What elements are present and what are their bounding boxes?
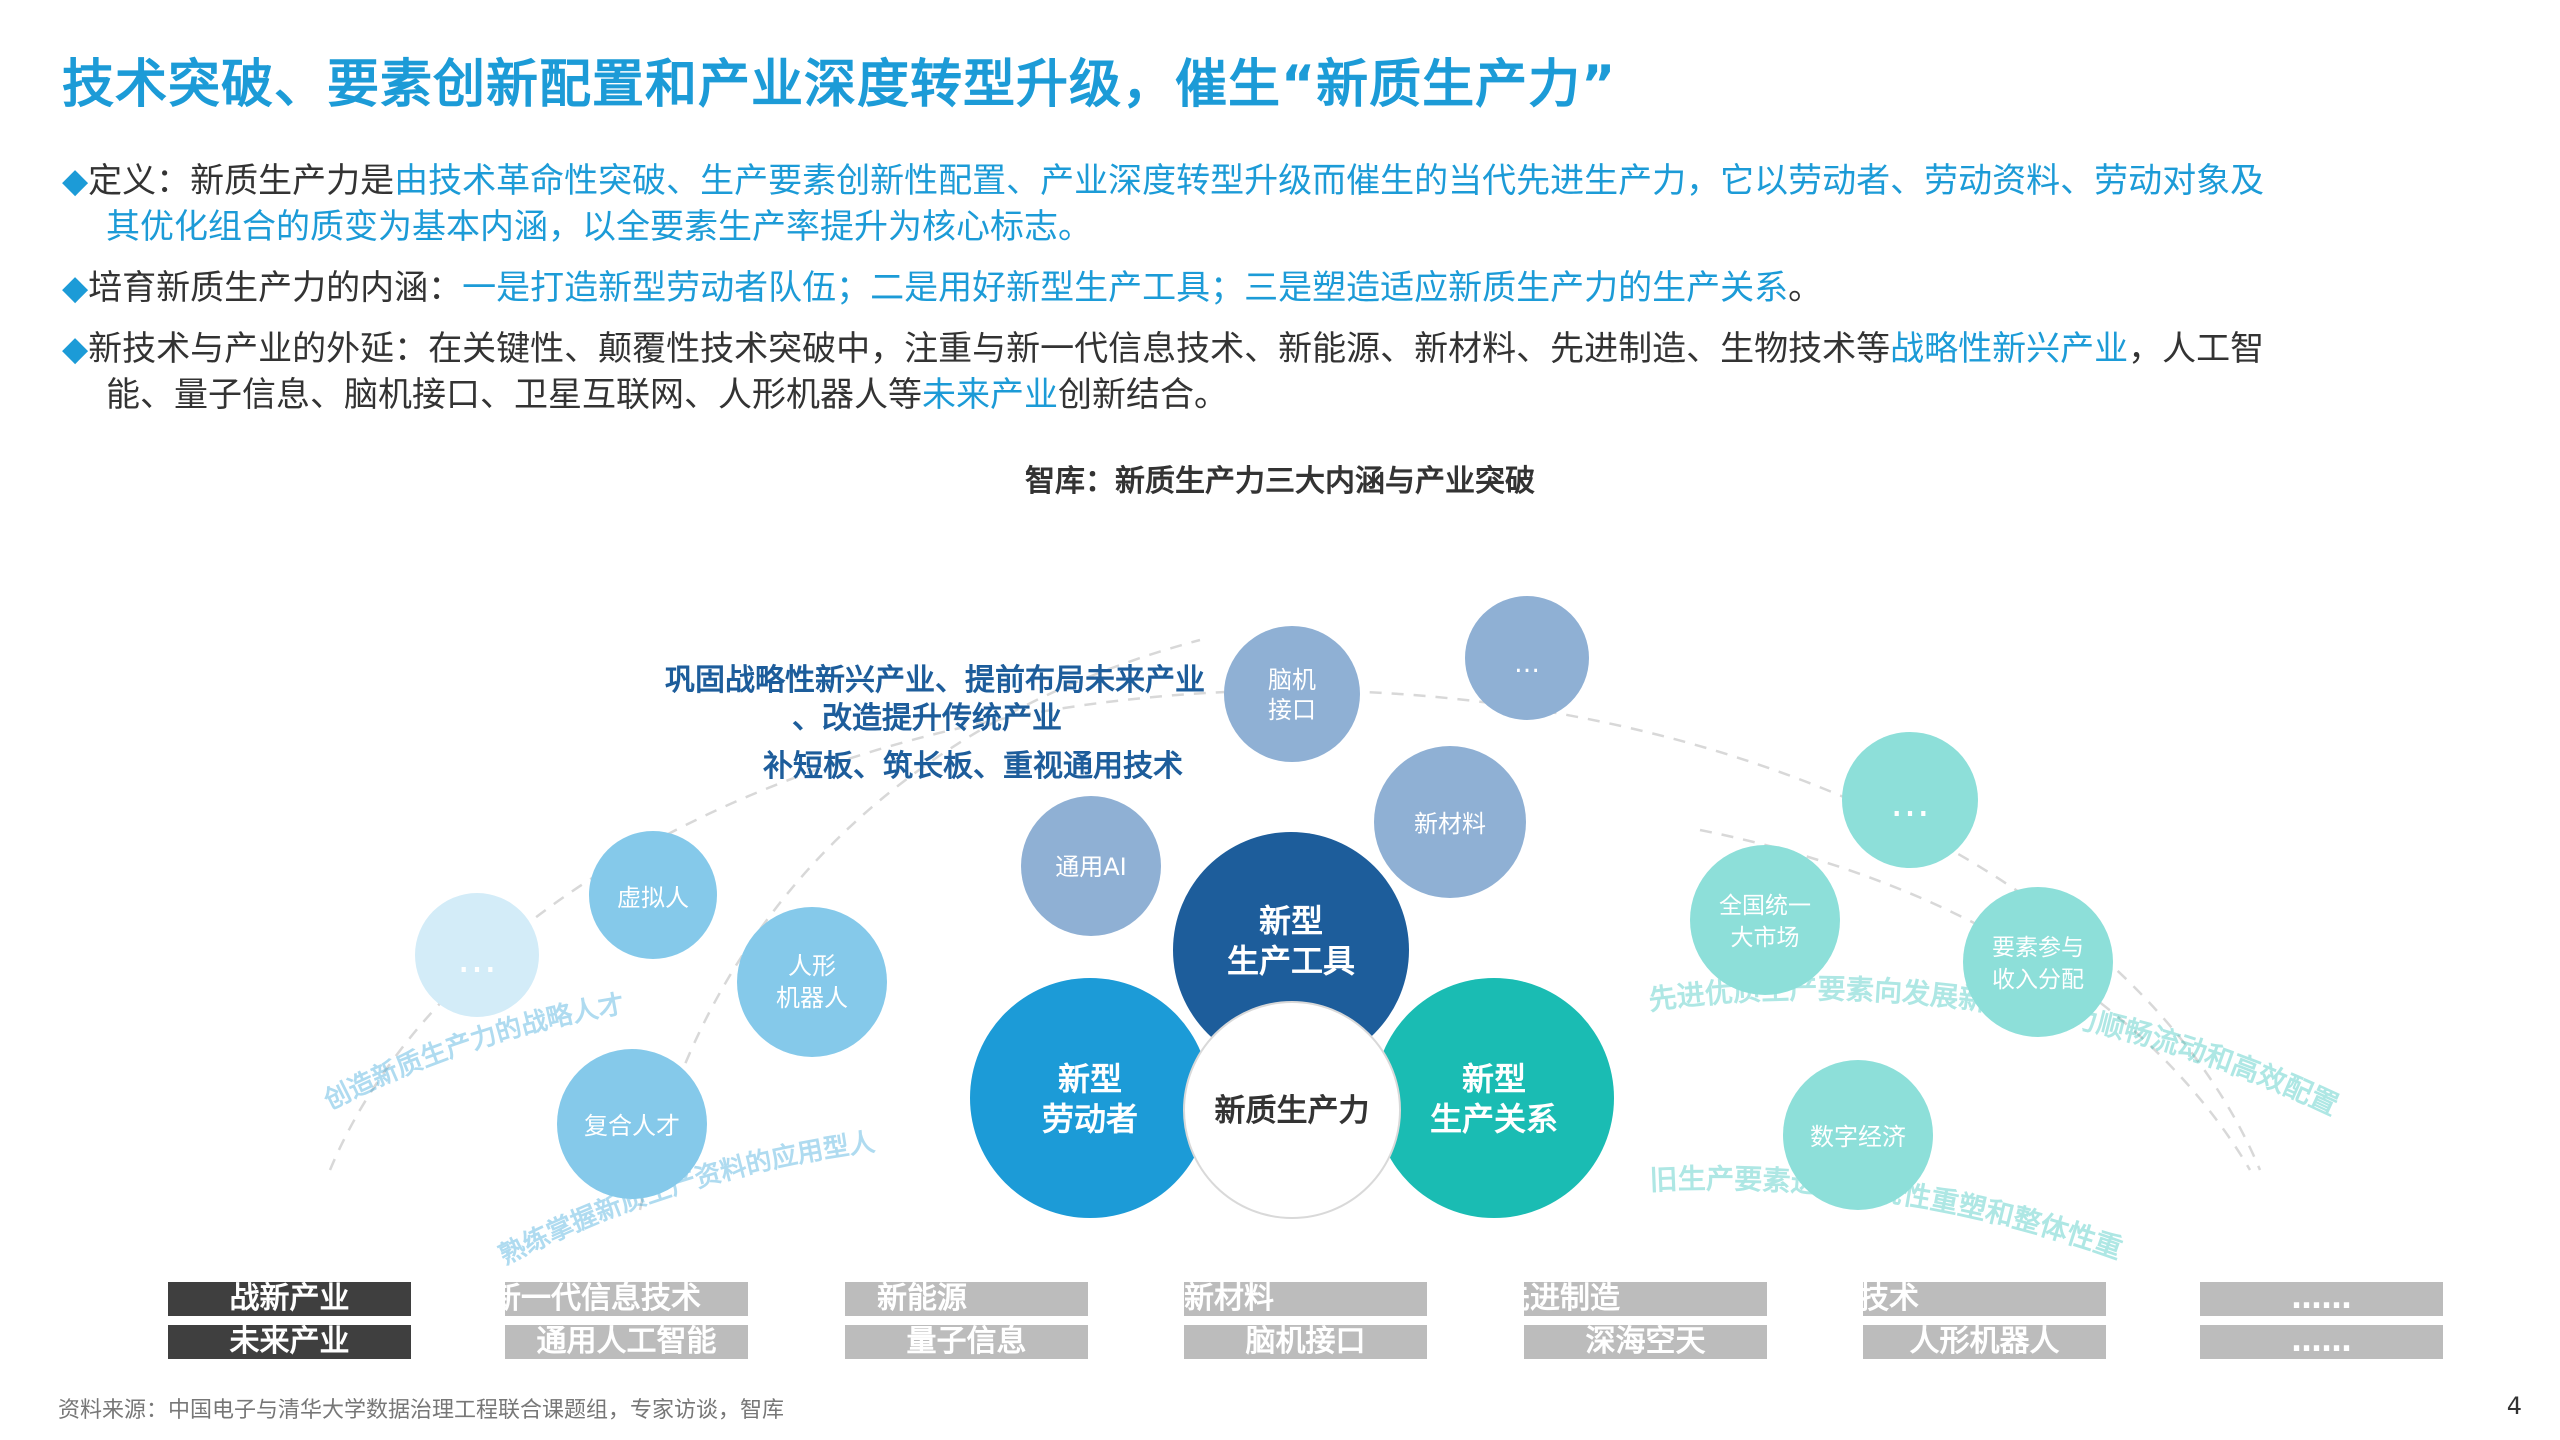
svg-text:新质生产力: 新质生产力 bbox=[1215, 1093, 1370, 1129]
page-number: 4 bbox=[2506, 1392, 2522, 1420]
bullet-connotation: ◆培育新质生产力的内涵：一是打造新型劳动者队伍；二是用好新型生产工具；三是塑造适… bbox=[62, 265, 2532, 311]
center-new-quality-productivity: 新质生产力 bbox=[1183, 1001, 1401, 1219]
svg-text:收入分配: 收入分配 bbox=[1992, 967, 2084, 993]
industry-chip: 生物技术 bbox=[1863, 1282, 2106, 1316]
industry-chip: 新能源 bbox=[845, 1282, 1088, 1316]
svg-text:巩固战略性新兴产业、提前布局未来产业: 巩固战略性新兴产业、提前布局未来产业 bbox=[665, 663, 1205, 698]
svg-text:、改造提升传统产业: 、改造提升传统产业 bbox=[792, 701, 1062, 736]
diamond-bullet-icon: ◆ bbox=[62, 268, 89, 308]
svg-text:要素参与: 要素参与 bbox=[1992, 935, 2084, 961]
bullet-tail: 。 bbox=[1788, 268, 1823, 308]
industry-chip: 通用人工智能 bbox=[505, 1325, 748, 1359]
industry-row1-label: 战新产业 bbox=[168, 1282, 411, 1316]
industry-row2-label: 未来产业 bbox=[168, 1325, 411, 1359]
industry-chip: 人形机器人 bbox=[1863, 1325, 2106, 1359]
svg-text:…: … bbox=[1890, 780, 1930, 826]
svg-text:大市场: 大市场 bbox=[1731, 925, 1800, 951]
bullet-extension: ◆新技术与产业的外延：在关键性、颠覆性技术突破中，注重与新一代信息技术、新能源、… bbox=[62, 326, 2532, 418]
bubble-digital-economy: 数字经济 bbox=[1783, 1060, 1933, 1210]
bubble-composite-talent: 复合人才 bbox=[557, 1049, 707, 1199]
svg-text:接口: 接口 bbox=[1268, 696, 1316, 724]
core-new-laborer: 新型 劳动者 bbox=[970, 978, 1210, 1218]
bullet-lead: 培育新质生产力的内涵： bbox=[88, 268, 463, 308]
diamond-bullet-icon: ◆ bbox=[62, 329, 89, 369]
industry-chip: 先进制造 bbox=[1524, 1282, 1767, 1316]
source-note: 资料来源：中国电子与清华大学数据治理工程联合课题组，专家访谈，智库 bbox=[58, 1398, 785, 1423]
bullet-lead: 定义：新质生产力是 bbox=[88, 161, 395, 201]
industry-chip: …… bbox=[2200, 1282, 2443, 1316]
bubble-brain-computer-interface: 脑机 接口 bbox=[1224, 626, 1360, 762]
svg-text:新材料: 新材料 bbox=[1414, 810, 1486, 838]
bubble-new-material: 新材料 bbox=[1374, 746, 1526, 898]
svg-text:脑机: 脑机 bbox=[1268, 666, 1316, 694]
bubble-humanoid-robot: 人形 机器人 bbox=[737, 907, 887, 1057]
bullet-definition: ◆定义：新质生产力是由技术革命性突破、生产要素创新性配置、产业深度转型升级而催生… bbox=[62, 158, 2532, 250]
bullet-mid: ，人工智 bbox=[2128, 329, 2265, 369]
diagram-title: 智库：新质生产力三大内涵与产业突破 bbox=[1025, 464, 1535, 499]
guide-arc-left bbox=[638, 638, 1201, 1211]
core-new-production-tools: 新型 生产工具 bbox=[1173, 832, 1409, 1068]
bullet-line2-lead: 能、量子信息、脑机接口、卫星互联网、人形机器人等 bbox=[106, 375, 922, 415]
bubble-more-top: … bbox=[1465, 596, 1589, 720]
svg-text:新型: 新型 bbox=[1259, 902, 1323, 940]
bullet-highlight: 战略性新兴产业 bbox=[1890, 329, 2129, 369]
bullet-highlight: 一是打造新型劳动者队伍；二是用好新型生产工具；三是塑造适应新质生产力的生产关系 bbox=[462, 268, 1789, 308]
svg-text:全国统一: 全国统一 bbox=[1719, 893, 1811, 919]
svg-text:通用AI: 通用AI bbox=[1055, 853, 1127, 881]
industry-chip: 量子信息 bbox=[845, 1325, 1088, 1359]
industry-chip: 脑机接口 bbox=[1184, 1325, 1427, 1359]
industry-chip: 深海空天 bbox=[1524, 1325, 1767, 1359]
page-title: 技术突破、要素创新配置和产业深度转型升级，催生“新质生产力” bbox=[62, 55, 1617, 115]
svg-text:生产工具: 生产工具 bbox=[1227, 942, 1355, 980]
svg-text:新型: 新型 bbox=[1462, 1060, 1526, 1098]
svg-text:…: … bbox=[1514, 649, 1540, 679]
industry-chip: 新一代信息技术 bbox=[505, 1282, 748, 1316]
svg-text:机器人: 机器人 bbox=[776, 984, 848, 1012]
svg-text:数字经济: 数字经济 bbox=[1810, 1123, 1906, 1151]
arc-label-left-inner: 熟练掌握新质生产资料的应用型人才 bbox=[0, 0, 877, 1271]
svg-text:人形: 人形 bbox=[788, 952, 836, 980]
svg-text:…: … bbox=[457, 936, 497, 982]
svg-text:虚拟人: 虚拟人 bbox=[617, 884, 689, 912]
bubble-more-right: … bbox=[1842, 732, 1978, 868]
bubble-general-ai: 通用AI bbox=[1021, 796, 1161, 936]
bubble-income-distribution: 要素参与 收入分配 bbox=[1963, 887, 2113, 1037]
bullet-line2: 能、量子信息、脑机接口、卫星互联网、人形机器人等未来产业创新结合。 bbox=[62, 372, 2532, 418]
svg-text:补短板、筑长板、重视通用技术: 补短板、筑长板、重视通用技术 bbox=[763, 749, 1183, 784]
core-new-production-relations: 新型 生产关系 bbox=[1374, 978, 1614, 1218]
bubble-more-left: … bbox=[415, 893, 539, 1017]
tool-description: 巩固战略性新兴产业、提前布局未来产业 、改造提升传统产业 补短板、筑长板、重视通… bbox=[665, 663, 1205, 784]
bullet-highlight-2: 未来产业 bbox=[922, 375, 1058, 415]
svg-text:复合人才: 复合人才 bbox=[584, 1112, 680, 1140]
svg-text:劳动者: 劳动者 bbox=[1042, 1100, 1138, 1138]
bullet-highlight: 由技术革命性突破、生产要素创新性配置、产业深度转型升级而催生的当代先进生产力，它… bbox=[394, 161, 2265, 201]
bullet-highlight-line2: 其优化组合的质变为基本内涵，以全要素生产率提升为核心标志。 bbox=[106, 207, 1092, 247]
industry-chip: …… bbox=[2200, 1325, 2443, 1359]
bubble-unified-market: 全国统一 大市场 bbox=[1690, 845, 1840, 995]
svg-text:新型: 新型 bbox=[1058, 1060, 1122, 1098]
bullet-tail: 创新结合。 bbox=[1058, 375, 1228, 415]
bullet-lead: 新技术与产业的外延：在关键性、颠覆性技术突破中，注重与新一代信息技术、新能源、新… bbox=[88, 329, 1891, 369]
diamond-bullet-icon: ◆ bbox=[62, 161, 89, 201]
svg-text:生产关系: 生产关系 bbox=[1430, 1100, 1558, 1138]
bubble-virtual-human: 虚拟人 bbox=[589, 831, 717, 959]
industry-chip: 新材料 bbox=[1184, 1282, 1427, 1316]
